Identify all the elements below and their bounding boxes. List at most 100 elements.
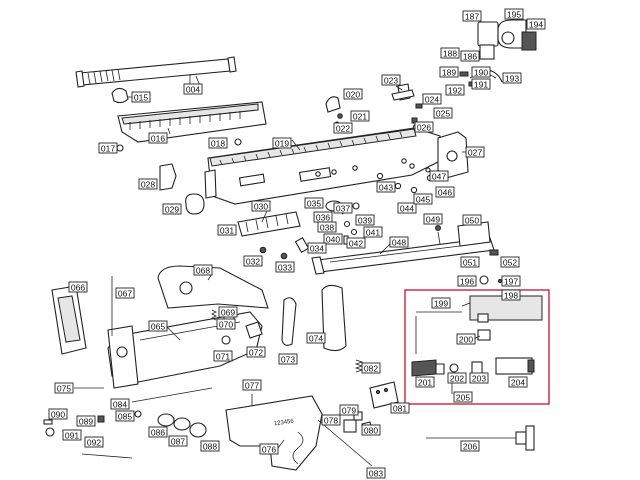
part-label-037: 037 <box>333 202 353 214</box>
part-label-box <box>366 467 386 479</box>
part-label-text: 191 <box>474 80 488 90</box>
part-label-box <box>502 72 522 84</box>
part-label-196: 196 <box>457 275 477 287</box>
part-label-box <box>422 93 442 105</box>
part-label-021: 021 <box>350 110 370 122</box>
part-label-193: 193 <box>502 72 522 84</box>
part-label-text: 037 <box>336 204 350 214</box>
part-label-text: 066 <box>71 283 85 293</box>
part-label-text: 200 <box>459 335 473 345</box>
part-label-040: 040 <box>323 233 343 245</box>
part-label-text: 033 <box>278 263 292 273</box>
part-label-text: 092 <box>87 438 101 448</box>
part-label-box <box>321 414 341 426</box>
part-label-text: 022 <box>336 124 350 134</box>
part-label-text: 082 <box>364 364 378 374</box>
part-label-text: 186 <box>463 52 477 62</box>
part-label-text: 088 <box>203 442 217 452</box>
front-sight <box>325 96 341 113</box>
part-label-187: 187 <box>462 10 482 22</box>
part-label-text: 073 <box>281 355 295 365</box>
part-label-206: 206 <box>460 440 480 452</box>
part-label-text: 025 <box>436 109 450 119</box>
part-label-text: 071 <box>216 352 230 362</box>
selector-block <box>369 381 399 409</box>
part-label-200: 200 <box>456 333 476 345</box>
part-label-091: 091 <box>62 429 82 441</box>
part-label-text: 087 <box>171 437 185 447</box>
part-label-text: 189 <box>442 68 456 78</box>
part-label-043: 043 <box>376 181 396 193</box>
part-label-box <box>259 443 279 455</box>
part-label-box <box>501 289 521 301</box>
part-label-066: 066 <box>68 281 88 293</box>
part-label-text: 192 <box>448 86 462 96</box>
part-label-073: 073 <box>278 353 298 365</box>
part-label-077: 077 <box>242 379 262 391</box>
part-label-box <box>246 346 266 358</box>
part-label-031: 031 <box>217 224 237 236</box>
part-label-020: 020 <box>343 88 363 100</box>
part-label-text: 068 <box>196 266 210 276</box>
part-label-text: 019 <box>275 139 289 149</box>
grip-panel <box>321 284 347 352</box>
part-label-075: 075 <box>54 382 74 394</box>
part-label-box <box>429 170 449 182</box>
selector-gears <box>157 413 207 438</box>
part-label-text: 072 <box>249 348 263 358</box>
part-label-text: 075 <box>57 384 71 394</box>
part-label-box <box>333 202 353 214</box>
part-label-text: 199 <box>434 299 448 309</box>
part-label-text: 032 <box>246 257 260 267</box>
part-label-text: 204 <box>511 378 525 388</box>
part-label-box <box>460 256 480 268</box>
part-label-box <box>110 398 130 410</box>
part-label-text: 018 <box>211 139 225 149</box>
part-label-text: 079 <box>342 406 356 416</box>
part-label-box <box>415 376 435 388</box>
part-label-195: 195 <box>504 8 524 20</box>
part-label-033: 033 <box>275 261 295 273</box>
part-label-085: 085 <box>115 410 135 422</box>
part-label-box <box>363 226 383 238</box>
part-label-box <box>183 83 203 95</box>
part-label-text: 017 <box>101 144 115 154</box>
part-label-box <box>469 372 489 384</box>
serial-stamp: 123456 <box>274 419 295 428</box>
part-label-194: 194 <box>526 18 546 30</box>
part-label-box <box>278 353 298 365</box>
part-label-text: 205 <box>456 393 470 403</box>
part-label-text: 004 <box>186 85 200 95</box>
part-label-box <box>216 318 236 330</box>
part-label-022: 022 <box>333 122 353 134</box>
part-label-081: 081 <box>390 402 410 414</box>
part-label-box <box>307 242 327 254</box>
part-label-text: 078 <box>324 416 338 426</box>
sling-mount <box>159 163 177 191</box>
part-label-038: 038 <box>317 221 337 233</box>
part-label-text: 035 <box>307 199 321 209</box>
part-label-text: 090 <box>51 410 65 420</box>
part-label-text: 083 <box>369 469 383 479</box>
part-label-text: 089 <box>79 417 93 427</box>
part-label-box <box>138 178 158 190</box>
part-label-box <box>243 255 263 267</box>
part-label-box <box>501 275 521 287</box>
part-label-text: 028 <box>141 180 155 190</box>
cylinder-head <box>495 357 535 375</box>
part-label-box <box>457 275 477 287</box>
part-label-text: 198 <box>504 291 518 301</box>
part-label-text: 040 <box>326 235 340 245</box>
part-label-051: 051 <box>460 256 480 268</box>
part-label-box <box>148 320 168 332</box>
part-label-191: 191 <box>471 78 491 90</box>
part-label-box <box>339 404 359 416</box>
part-label-039: 039 <box>355 214 375 226</box>
part-label-text: 074 <box>309 334 323 344</box>
part-label-text: 076 <box>262 445 276 455</box>
part-label-028: 028 <box>138 178 158 190</box>
part-label-box <box>317 221 337 233</box>
part-label-018: 018 <box>208 137 228 149</box>
part-label-box <box>445 84 465 96</box>
scope-cover <box>477 21 499 47</box>
